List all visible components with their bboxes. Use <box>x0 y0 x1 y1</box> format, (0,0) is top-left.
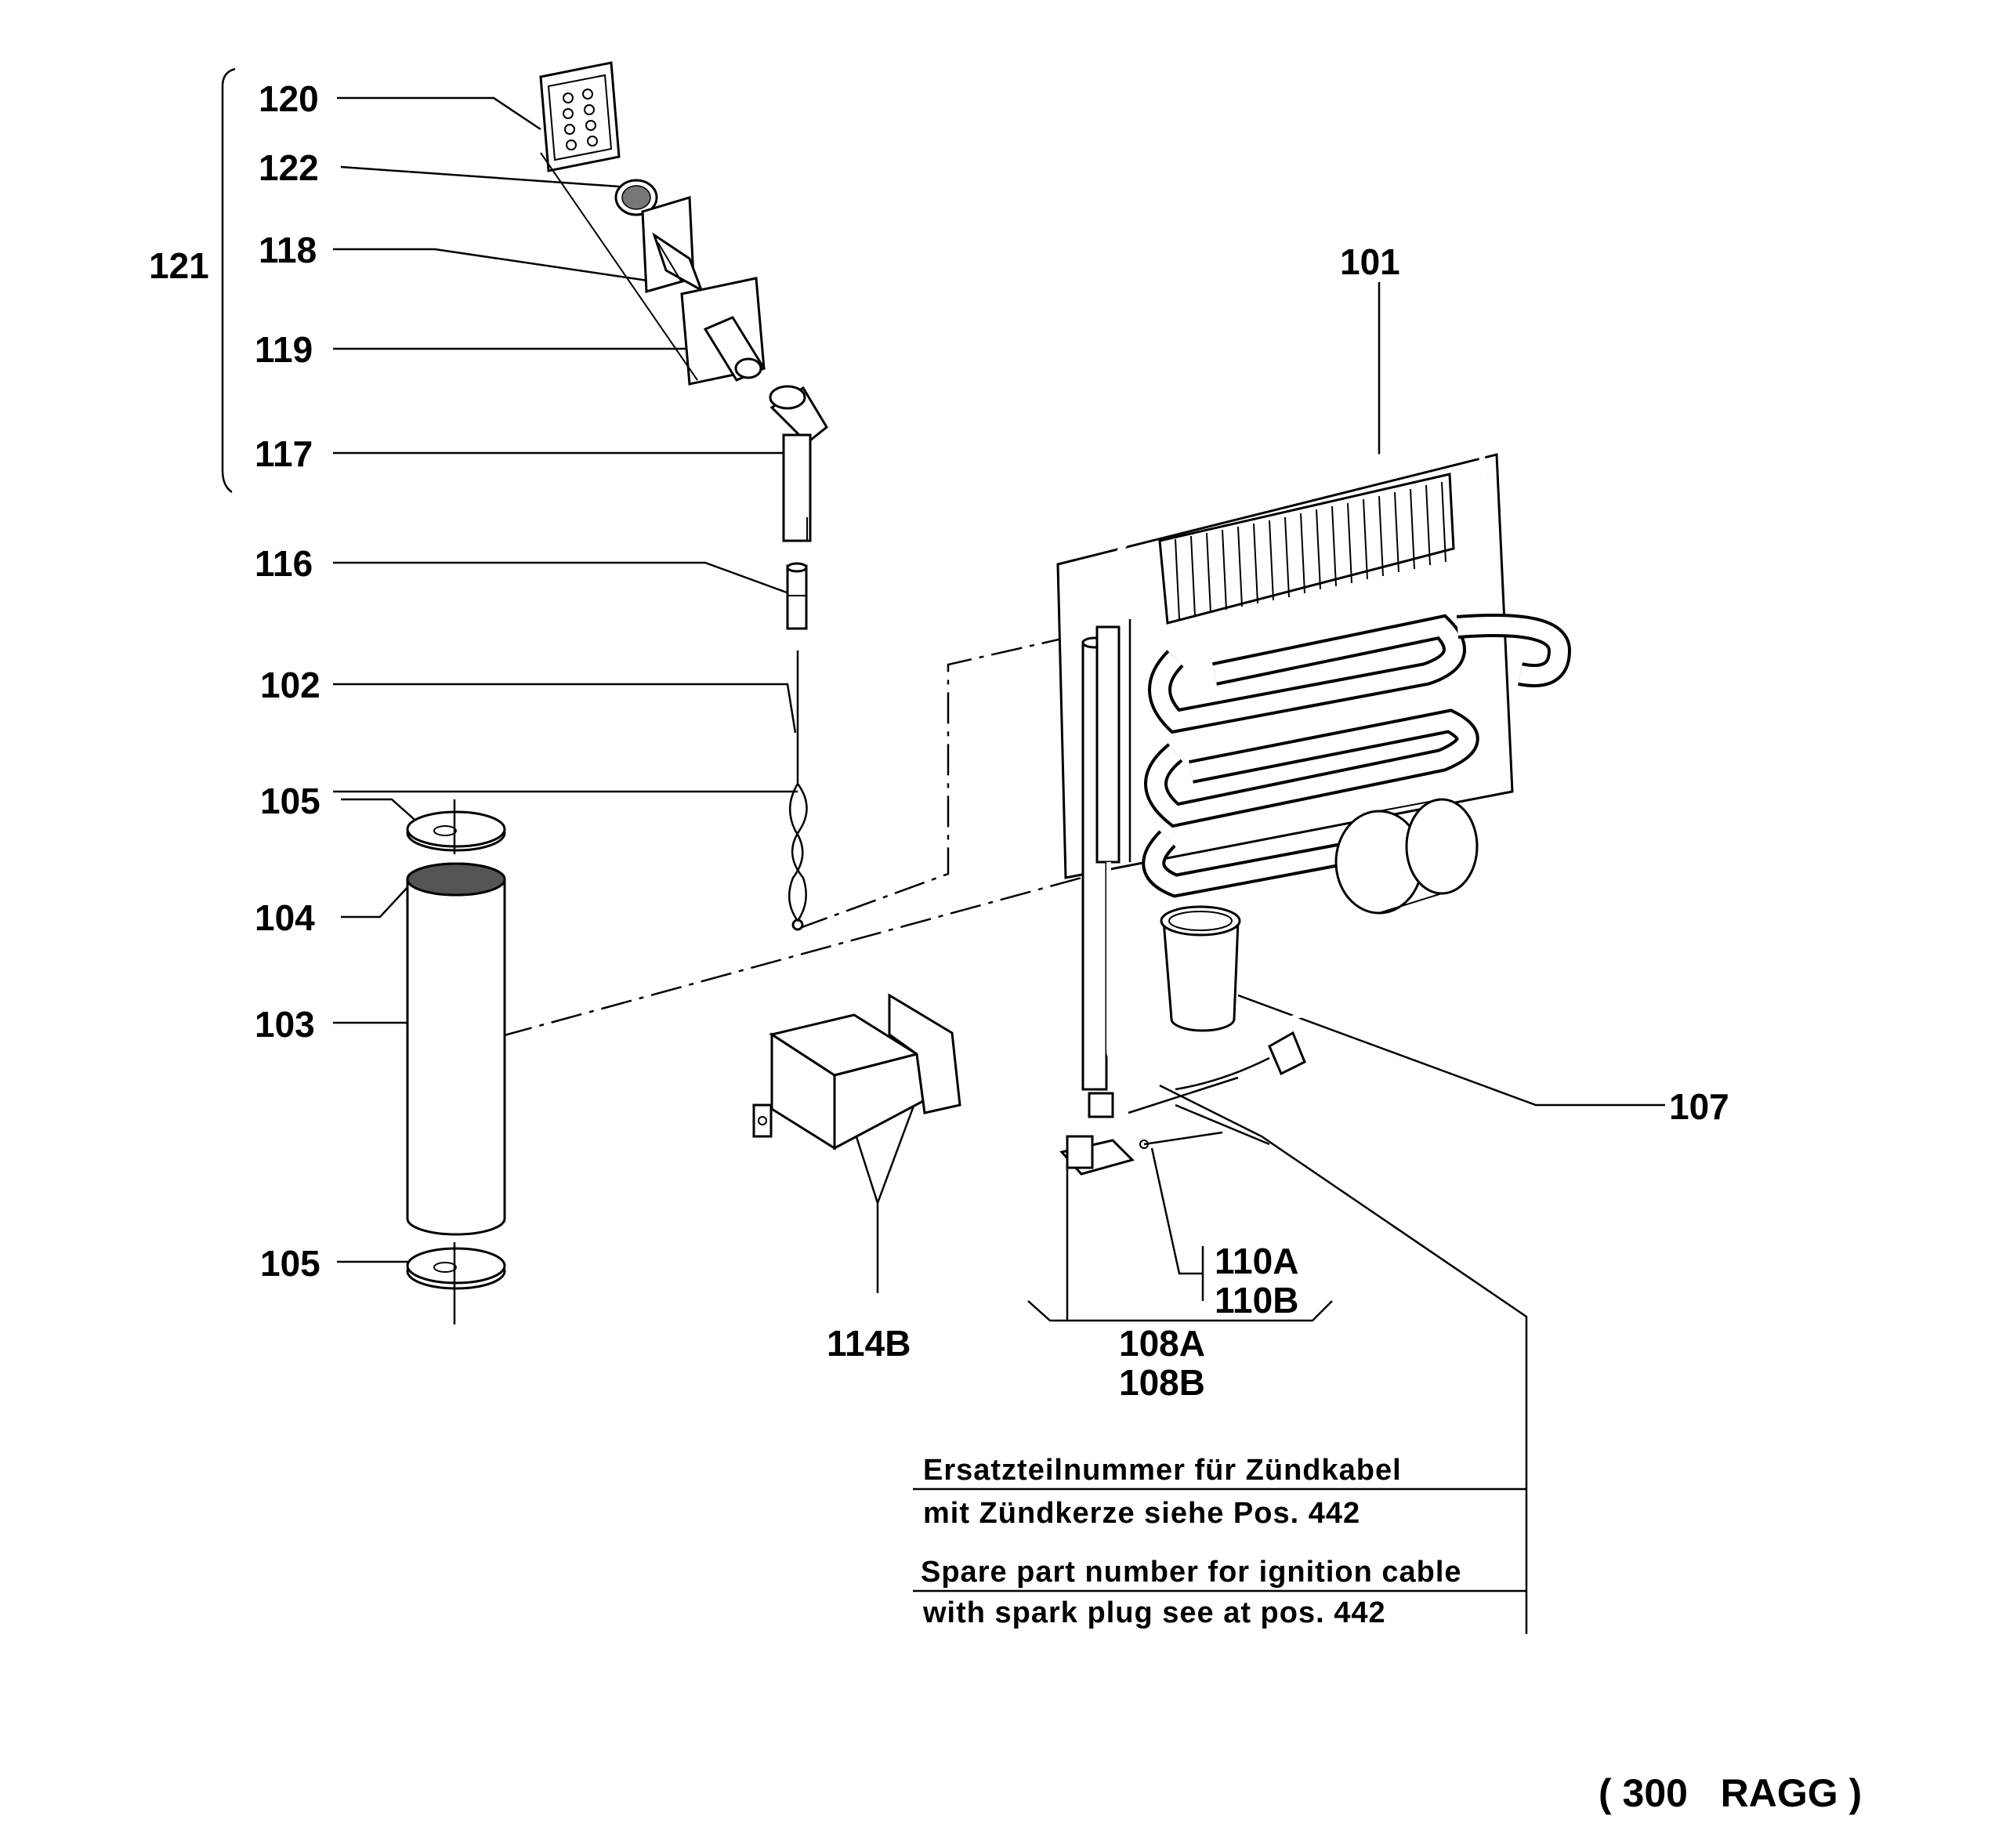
part-105-top-cap <box>406 799 506 854</box>
part-107-container <box>1160 905 1241 1032</box>
label-110a: 110A <box>1215 1241 1298 1281</box>
part-120-vent-cover <box>539 61 621 172</box>
part-114b-burner-shield <box>752 993 961 1150</box>
part-105-bottom-cap <box>406 1242 506 1324</box>
group-bracket-121 <box>221 67 236 494</box>
label-117: 117 <box>255 433 313 474</box>
label-107: 107 <box>1669 1086 1729 1127</box>
part-117-exhaust-tube <box>769 385 828 542</box>
note-en-line1: Spare part number for ignition cable <box>921 1556 1462 1589</box>
note-de-line1: Ersatzteilnummer für Zündkabel <box>923 1454 1402 1487</box>
part-102-thermocouple <box>788 650 808 931</box>
label-104: 104 <box>255 897 315 938</box>
note-de-line2: mit Zündkerze siehe Pos. 442 <box>923 1497 1360 1530</box>
label-122: 122 <box>259 147 319 188</box>
label-101: 101 <box>1340 241 1400 282</box>
assembly-axis-lines <box>501 630 1094 1038</box>
label-121: 121 <box>149 245 209 286</box>
label-108b: 108B <box>1119 1362 1205 1403</box>
label-103: 103 <box>255 1004 315 1045</box>
label-110b: 110B <box>1215 1280 1298 1321</box>
label-116: 116 <box>255 543 313 584</box>
part-103-insulation-cylinder <box>406 862 506 1236</box>
drawing-code: ( 300 RAGG ) <box>1599 1771 1862 1815</box>
label-108a: 108A <box>1119 1323 1205 1364</box>
label-114b: 114B <box>827 1323 911 1364</box>
part-118-flue-plate <box>641 196 704 293</box>
part-number-labels: 120 122 121 118 119 117 116 102 105 104 … <box>149 78 1729 1403</box>
label-105-bottom: 105 <box>260 1243 320 1284</box>
note-en-line2: with spark plug see at pos. 442 <box>922 1596 1386 1629</box>
ignition-cable-note: Ersatzteilnummer für Zündkabel mit Zündk… <box>913 1454 1526 1629</box>
label-118: 118 <box>259 230 317 270</box>
part-122-flue-screen <box>614 179 658 216</box>
part-101-cooling-unit <box>1056 435 1572 1176</box>
evaporator-coils <box>1142 614 1572 898</box>
label-120: 120 <box>259 78 319 119</box>
label-119: 119 <box>255 329 313 370</box>
part-116-burner-tube <box>786 562 808 630</box>
part-119-mounting-plate <box>540 152 766 386</box>
label-102: 102 <box>260 665 320 705</box>
absorber-vessel <box>1334 798 1479 915</box>
label-105-top: 105 <box>260 781 320 821</box>
